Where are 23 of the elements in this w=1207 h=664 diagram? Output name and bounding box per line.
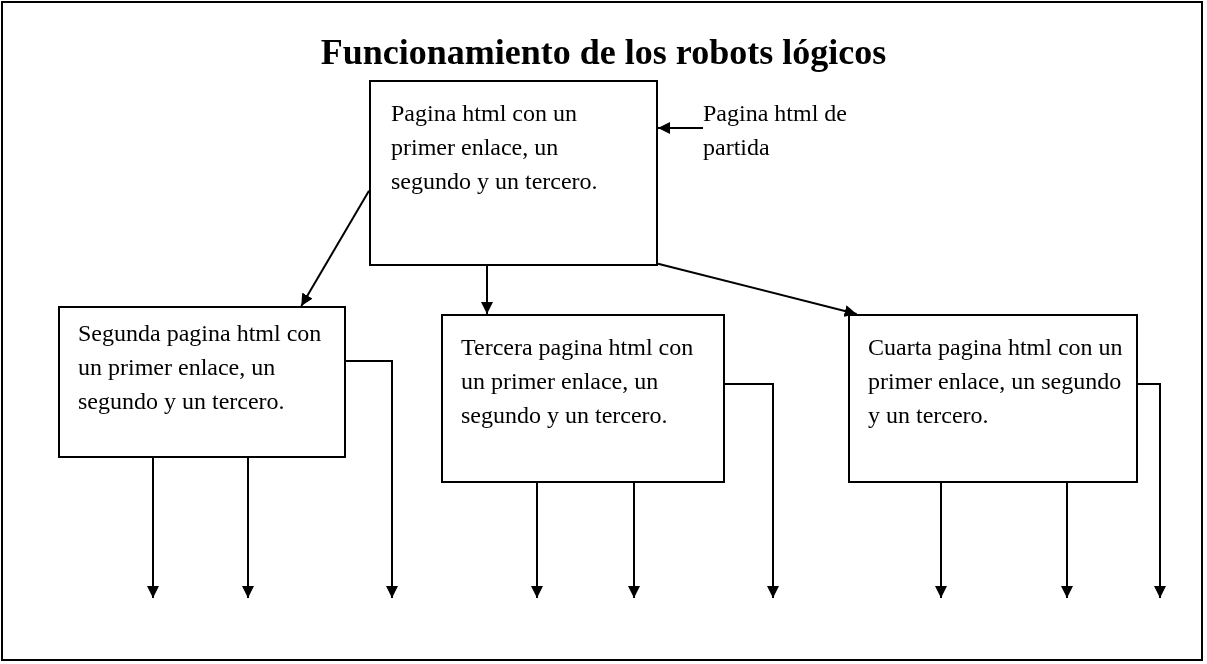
arrow: [1137, 383, 1166, 599]
page-box: [369, 80, 658, 266]
page-box: [441, 314, 725, 483]
arrow: [345, 360, 398, 599]
arrow: [628, 482, 640, 599]
arrow: [724, 383, 779, 599]
arrow: [531, 482, 543, 599]
arrow: [242, 457, 254, 599]
page-box: [848, 314, 1138, 483]
arrow: [657, 122, 704, 134]
page-box: [58, 306, 346, 458]
page-description: Cuarta pagina html con un primer enlace, un segundo y un tercero.: [868, 333, 1124, 430]
arrow: [147, 457, 159, 599]
arrow: [935, 482, 947, 599]
page-description: Pagina html con un primer enlace, un segundo y un tercero.: [391, 99, 599, 196]
page-description: Tercera pagina html con un primer enlace, un segundo y un tercero.: [461, 333, 695, 430]
arrow: [300, 189, 370, 307]
page-description: Segunda pagina html con un primer enlace, un segundo y un tercero.: [78, 319, 323, 416]
arrow: [481, 265, 493, 315]
annotation-text: Pagina html de partida: [703, 99, 848, 162]
arrow: [657, 262, 858, 317]
arrow: [1061, 482, 1073, 599]
diagram-title: Funcionamiento de los robots lógicos: [319, 31, 888, 74]
